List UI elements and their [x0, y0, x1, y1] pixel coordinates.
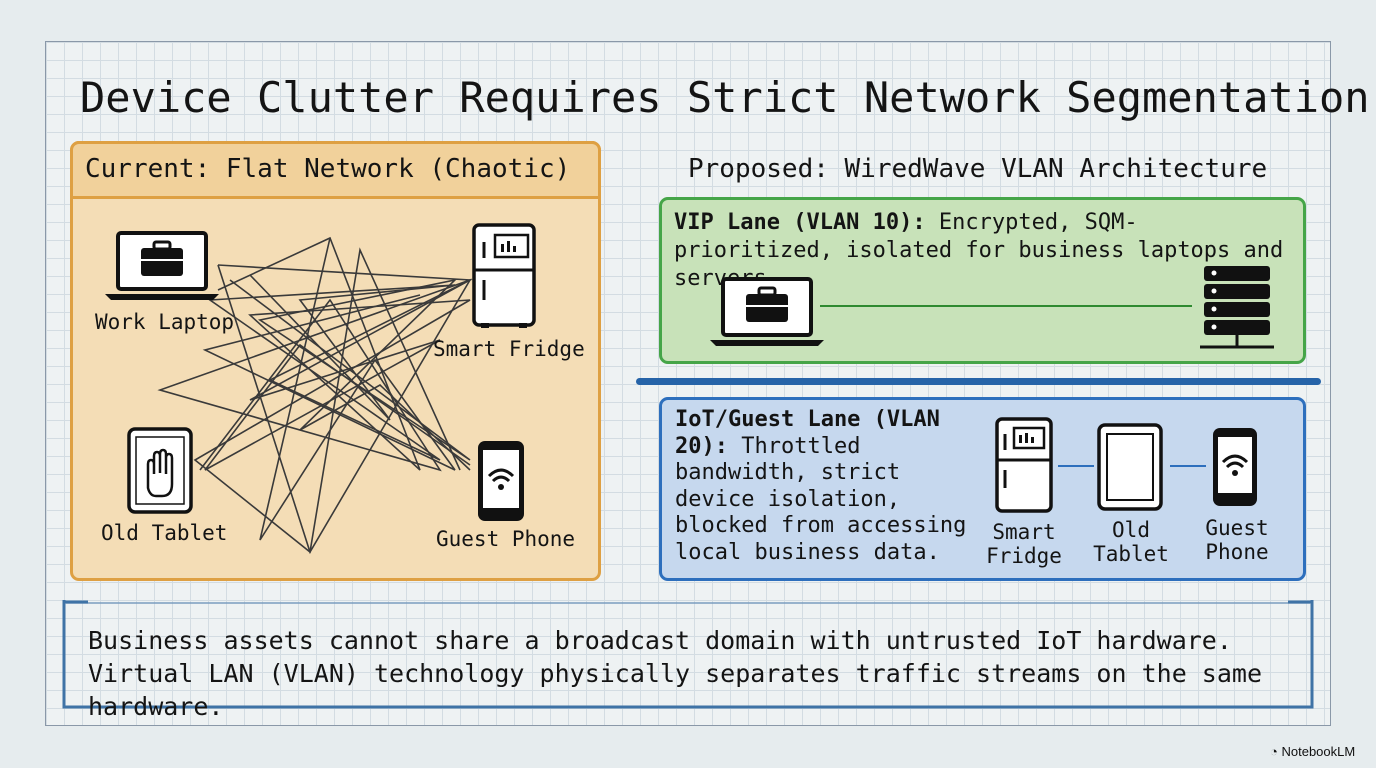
iot-connector-1 — [1058, 465, 1094, 467]
phone-icon — [478, 441, 524, 521]
iot-old-tablet-label: Old Tablet — [1093, 518, 1169, 566]
flat-network-title: Current: Flat Network (Chaotic) — [85, 154, 571, 184]
vip-link-line — [820, 305, 1192, 307]
chaos-line-3 — [157, 264, 472, 554]
iot-lane-panel — [659, 397, 1306, 581]
iot-guest-phone-label: Guest Phone — [1205, 516, 1269, 564]
page-title: Device Clutter Requires Strict Network S… — [80, 73, 1370, 122]
iot-lane-description: Throttled bandwidth, strict device isola… — [675, 433, 967, 565]
chaos-line-5 — [207, 274, 471, 461]
chaos-line-2 — [193, 236, 471, 554]
vip-lane-description: Encrypted, SQM-prioritized, isolated for… — [674, 210, 1284, 291]
iot-connector-2 — [1170, 465, 1206, 467]
iot-smart-fridge-label: Smart Fridge — [986, 520, 1062, 568]
vip-lane-label: VIP Lane (VLAN 10): — [674, 210, 926, 235]
iot-tablet-icon — [1097, 423, 1163, 511]
smart-fridge-label: Smart Fridge — [433, 337, 585, 361]
server-icon — [1200, 266, 1274, 349]
flat-network-header — [70, 141, 601, 199]
chaos-line-6 — [202, 237, 456, 541]
proposed-title: Proposed: WiredWave VLAN Architecture — [688, 154, 1268, 184]
iot-lane-label: IoT/Guest Lane (VLAN 20): — [675, 407, 940, 459]
lane-divider — [636, 378, 1321, 385]
watermark-text: NotebookLM — [1281, 744, 1356, 759]
iot-phone-icon — [1213, 428, 1257, 506]
guest-phone-label: Guest Phone — [436, 527, 576, 551]
notebooklm-watermark: ◔ NotebookLM — [1270, 744, 1355, 760]
laptop-icon — [105, 231, 219, 300]
work-laptop-label: Work Laptop — [95, 310, 235, 334]
vip-lane-text: VIP Lane (VLAN 10): Encrypted, SQM-prior… — [674, 209, 1294, 293]
iot-lane-text: IoT/Guest Lane (VLAN 20): Throttled band… — [675, 407, 975, 566]
fridge-icon — [472, 223, 536, 328]
old-tablet-label: Old Tablet — [101, 521, 228, 545]
footer-note: Business assets cannot share a broadcast… — [88, 626, 1262, 721]
notebooklm-logo-icon: ◔ — [1270, 744, 1278, 759]
iot-fridge-icon — [995, 417, 1053, 513]
vip-laptop-icon — [710, 277, 824, 346]
chaos-line-4 — [229, 278, 471, 471]
tablet-icon — [127, 427, 193, 514]
